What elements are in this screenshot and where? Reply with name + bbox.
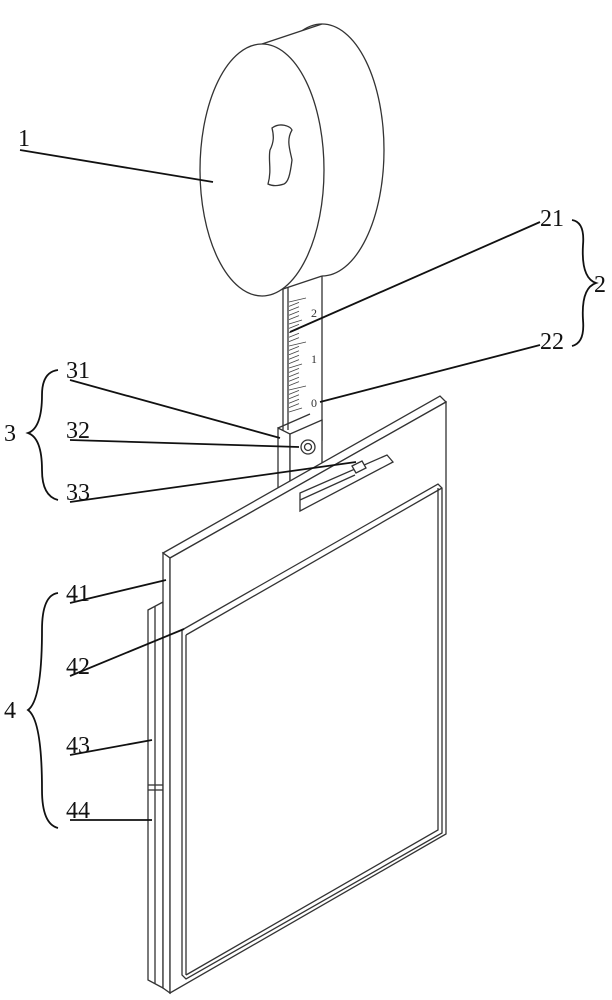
disc-slot: [267, 124, 293, 187]
ruler-tick: [288, 381, 300, 386]
ruler-tick: [288, 372, 300, 378]
board: [161, 395, 448, 995]
label-1: 1: [18, 126, 30, 152]
ruler-tick: [288, 297, 307, 303]
ruler-tick: [288, 332, 300, 338]
label-31: 31: [66, 358, 90, 384]
ruler-tick: [288, 398, 300, 404]
ruler-tick: [288, 346, 300, 351]
ruler-ticks: [288, 297, 307, 413]
label-43: 43: [66, 733, 90, 759]
leader-lines: [19, 149, 599, 829]
ruler-tick: [288, 337, 300, 342]
ruler-tick: [288, 350, 300, 356]
ruler-tick: [288, 394, 300, 400]
ruler-mark-1: 1: [311, 352, 317, 366]
label-42: 42: [66, 654, 90, 680]
ruler-tick: [288, 363, 303, 369]
ruler-tick: [288, 302, 300, 307]
ruler-tick: [288, 368, 300, 373]
reference-labels: 1 21 2 22 3 31 32 33 4 41 42 43 44: [4, 126, 606, 824]
label-4: 4: [4, 698, 16, 724]
ruler-tick: [288, 354, 300, 360]
label-41: 41: [66, 581, 90, 607]
ruler-tick: [288, 385, 307, 391]
ruler-tick: [288, 319, 303, 325]
ruler-tick: [288, 390, 300, 395]
ruler: 2 1 0: [282, 269, 323, 441]
ruler-tick: [288, 403, 300, 408]
ruler-tick: [288, 324, 300, 329]
ruler-tick: [288, 407, 303, 413]
bolt-32: [300, 439, 316, 455]
label-44: 44: [66, 798, 90, 824]
ruler-tick: [288, 310, 300, 316]
ruler-tick: [288, 359, 300, 364]
label-33: 33: [66, 480, 90, 506]
label-3: 3: [4, 421, 16, 447]
clip: [299, 454, 395, 513]
label-32: 32: [66, 418, 90, 444]
label-22: 22: [540, 329, 564, 355]
label-21: 21: [540, 206, 564, 232]
back-strip: [147, 600, 164, 990]
inner-panel: [181, 483, 443, 980]
ruler-mark-2: 2: [311, 306, 317, 320]
label-2: 2: [594, 272, 606, 298]
ruler-tick: [288, 376, 300, 382]
ruler-tick: [288, 341, 307, 347]
ruler-tick: [288, 315, 300, 320]
ruler-mark-0: 0: [311, 396, 317, 410]
tape-disc: [199, 23, 385, 297]
ruler-tick: [288, 306, 300, 312]
